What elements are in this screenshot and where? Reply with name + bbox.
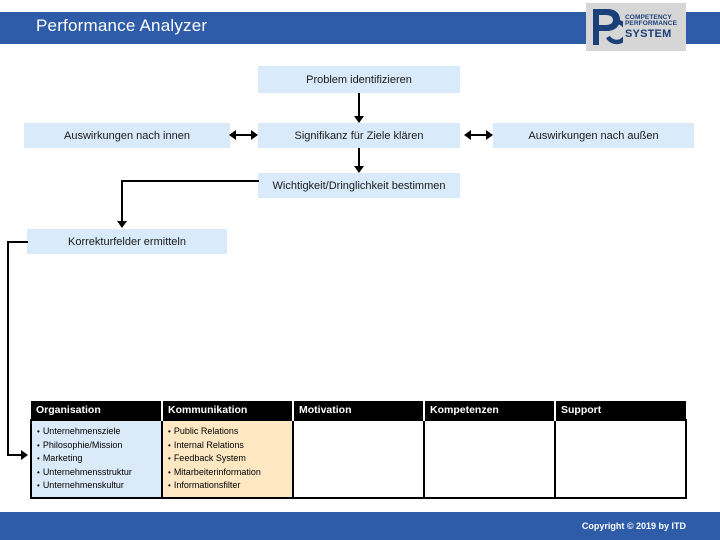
table-header-motivation[interactable]: Motivation [293, 401, 425, 420]
connector-korrekturfelder-elbow-top [7, 241, 28, 243]
list-item: Public Relations [168, 425, 292, 439]
logo-wordmark: COMPETENCY PERFORMANCE SYSTEM [625, 13, 678, 40]
flow-node-label: Korrekturfelder ermitteln [68, 235, 186, 248]
table-header-kommunikation[interactable]: Kommunikation [162, 401, 294, 420]
table-cell-support[interactable] [554, 419, 687, 499]
table-cell-organisation[interactable]: UnternehmenszielePhilosophie/MissionMark… [30, 419, 163, 499]
brand-logo: COMPETENCY PERFORMANCE SYSTEM [586, 3, 686, 51]
flow-node-korrekturfelder[interactable]: Korrekturfelder ermitteln [27, 229, 227, 254]
table-cell-motivation[interactable] [292, 419, 425, 499]
flow-node-signifikanz[interactable]: Signifikanz für Ziele klären [258, 123, 460, 148]
connector-wichtigkeit-elbow-horizontal [121, 180, 259, 182]
arrowhead-left-innen-icon [229, 130, 236, 140]
table-header-row: Organisation Kommunikation Motivation Ko… [31, 401, 686, 420]
list-item: Informationsfilter [168, 479, 292, 493]
list-organisation: UnternehmenszielePhilosophie/MissionMark… [37, 425, 161, 493]
list-item: Internal Relations [168, 439, 292, 453]
logo-line-1: COMPETENCY [625, 13, 672, 21]
arrowhead-down-signifikanz-icon [354, 116, 364, 123]
flow-node-label: Signifikanz für Ziele klären [294, 129, 424, 142]
connector-wichtigkeit-elbow-vertical [121, 180, 123, 223]
flow-node-label: Auswirkungen nach außen [528, 129, 659, 142]
arrowhead-left-signifikanz-right-icon [464, 130, 471, 140]
table-cell-kompetenzen[interactable] [423, 419, 556, 499]
list-item: Unternehmenskultur [37, 479, 161, 493]
table-header-organisation[interactable]: Organisation [31, 401, 163, 420]
connector-signifikanz-to-wichtigkeit [358, 148, 360, 169]
logo-line-2: PERFORMANCE [625, 20, 678, 27]
arrowhead-down-wichtigkeit-icon [354, 166, 364, 173]
table-header-support[interactable]: Support [555, 401, 686, 420]
flow-node-label: Problem identifizieren [306, 73, 412, 86]
list-item: Feedback System [168, 452, 292, 466]
flow-node-auswirkungen-innen[interactable]: Auswirkungen nach innen [24, 123, 230, 148]
flow-node-label: Wichtigkeit/Dringlichkeit bestimmen [272, 179, 446, 192]
list-item: Philosophie/Mission [37, 439, 161, 453]
list-item: Mitarbeiterinformation [168, 466, 292, 480]
flow-node-label: Auswirkungen nach innen [64, 129, 190, 142]
arrowhead-right-matrix-icon [21, 450, 28, 460]
flow-node-auswirkungen-aussen[interactable]: Auswirkungen nach außen [493, 123, 694, 148]
flow-node-problem[interactable]: Problem identifizieren [258, 66, 460, 93]
connector-problem-to-signifikanz [358, 93, 360, 118]
connector-signifikanz-aussen [471, 134, 487, 136]
table-header-kompetenzen[interactable]: Kompetenzen [424, 401, 556, 420]
flow-node-wichtigkeit[interactable]: Wichtigkeit/Dringlichkeit bestimmen [258, 173, 460, 198]
page-title: Performance Analyzer [36, 16, 208, 35]
competency-matrix-table: Organisation Kommunikation Motivation Ko… [30, 401, 687, 499]
table-cell-kommunikation[interactable]: Public RelationsInternal RelationsFeedba… [161, 419, 294, 499]
list-item: Unternehmensziele [37, 425, 161, 439]
table-row: UnternehmenszielePhilosophie/MissionMark… [30, 419, 687, 499]
list-item: Marketing [37, 452, 161, 466]
arrowhead-right-signifikanz-left-icon [251, 130, 258, 140]
connector-korrekturfelder-elbow-vertical [7, 241, 9, 456]
arrowhead-down-korrekturfelder-icon [117, 221, 127, 228]
competency-performance-p-mark-icon [593, 9, 623, 45]
list-kommunikation: Public RelationsInternal RelationsFeedba… [168, 425, 292, 493]
connector-korrekturfelder-elbow-bottom [7, 454, 22, 456]
logo-line-3: SYSTEM [625, 27, 672, 40]
copyright-text: Copyright © 2019 by ITD [581, 521, 686, 531]
connector-innen-signifikanz [236, 134, 252, 136]
arrowhead-right-aussen-icon [486, 130, 493, 140]
footer-bar [0, 512, 720, 540]
list-item: Unternehmensstruktur [37, 466, 161, 480]
